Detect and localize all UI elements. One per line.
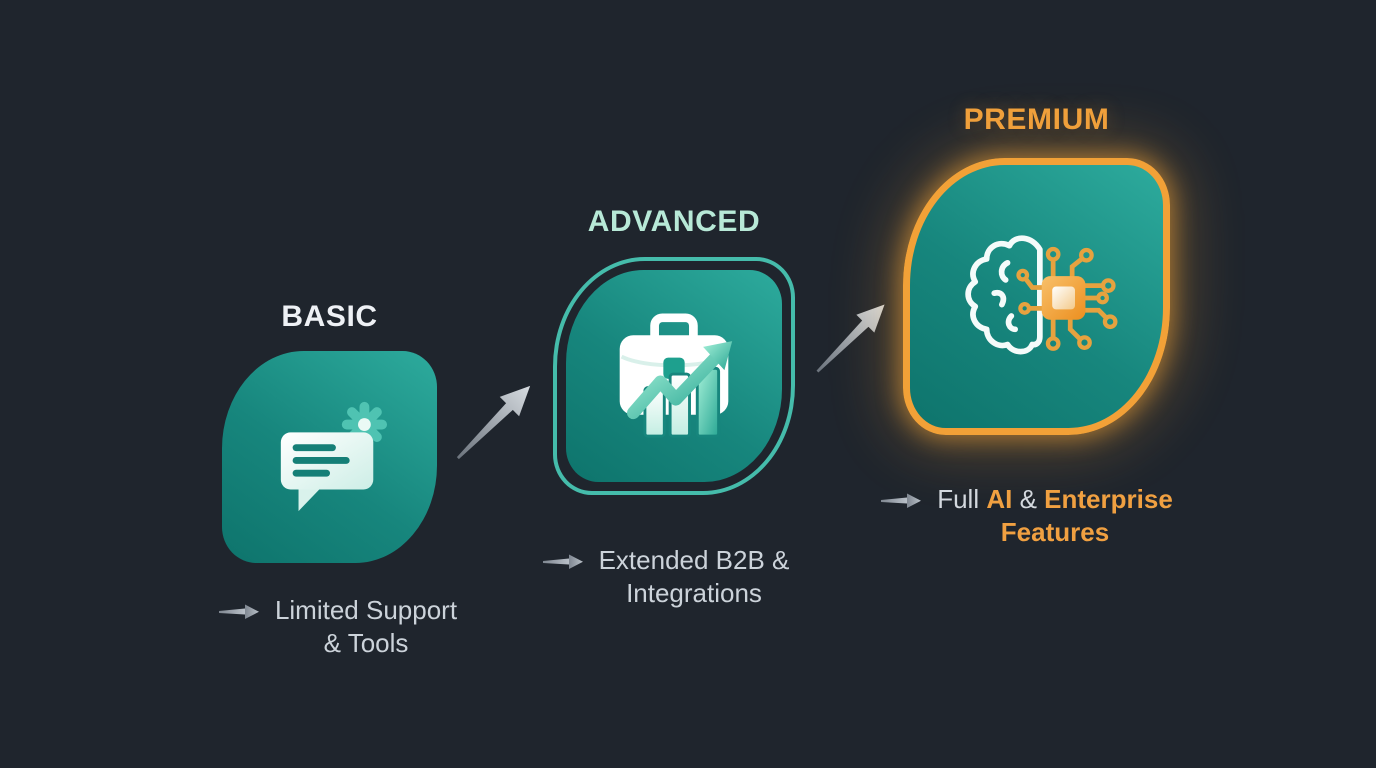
caption-line-1: Limited Support: [274, 595, 458, 625]
caption-basic: Limited Support & Tools: [183, 594, 493, 660]
tier-card-advanced-fill: [566, 270, 782, 482]
circuit-traces: [1023, 256, 1109, 341]
tier-title-advanced: ADVANCED: [587, 205, 761, 238]
caption-word-amp: &: [1019, 484, 1037, 514]
caption-line-2: & Tools: [323, 628, 409, 658]
caption-advanced: Extended B2B & Integrations: [516, 544, 816, 610]
chip-core: [1051, 286, 1075, 309]
caption-premium: Full AI & Enterprise Features: [877, 483, 1177, 549]
right-arrow-icon: [218, 604, 259, 619]
tier-card-advanced: [553, 257, 795, 495]
tier-title-basic: BASIC: [281, 300, 378, 333]
bubble-tail: [298, 486, 322, 512]
caption-word-full: Full: [937, 484, 980, 514]
brain-chip-icon: [964, 234, 1118, 354]
caption-line-1: Full AI & Enterprise: [937, 483, 1173, 516]
caption-word-enterprise: Enterprise: [1044, 484, 1173, 514]
right-arrow-icon: [542, 554, 583, 569]
up-right-arrow-icon: [816, 304, 885, 373]
trend-line: [626, 352, 722, 420]
caption-text: Full AI & Enterprise Features: [937, 483, 1173, 549]
trend-arrowhead: [703, 341, 733, 371]
caption-text: Extended B2B & Integrations: [599, 544, 790, 610]
caption-line-2: Features: [1000, 517, 1110, 547]
tier-title-premium: PREMIUM: [963, 103, 1110, 136]
bubble-text-lines: [292, 444, 350, 477]
caption-line-2: Integrations: [626, 578, 762, 608]
brain-glyph: [964, 234, 1043, 354]
chat-gear-icon: [280, 401, 387, 512]
right-arrow-icon: [881, 493, 922, 508]
caption-word-ai: AI: [986, 484, 1013, 514]
circuit-nodes: [1015, 246, 1118, 351]
caption-line-1: Extended B2B &: [598, 545, 790, 575]
briefcase-growth-icon: [619, 313, 733, 438]
tier-card-basic: [222, 351, 437, 563]
up-right-arrow-icon: [456, 385, 531, 460]
caption-text: Limited Support & Tools: [275, 594, 457, 660]
tier-card-premium: [903, 158, 1170, 435]
